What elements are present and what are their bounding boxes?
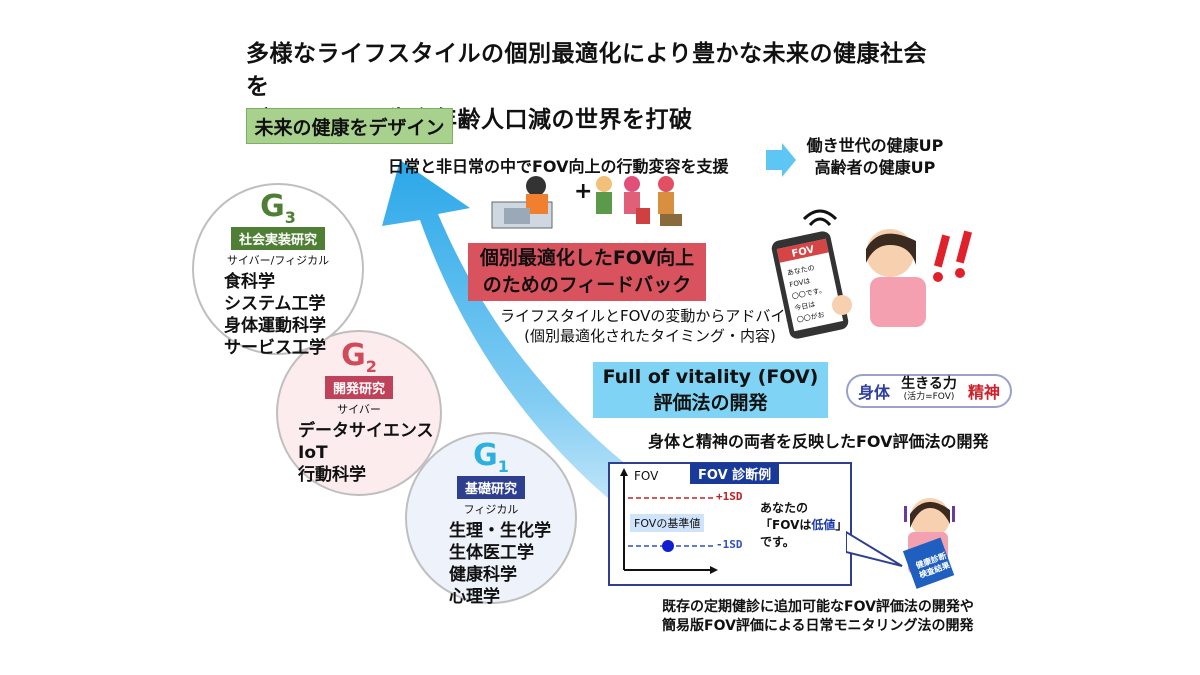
chevron-right-icon (766, 143, 796, 177)
body-label: 身体 (858, 383, 891, 402)
g2-tag: 開発研究 (324, 376, 393, 399)
svg-text:FOV: FOV (791, 244, 816, 260)
lifestyle-illustration: + (491, 176, 682, 229)
mind-label: 精神 (967, 383, 1000, 402)
svg-text:+: + (574, 179, 592, 204)
g1-tag: 基礎研究 (456, 476, 525, 499)
diagnosis-chart (620, 468, 718, 574)
advice-text: ライフスタイルとFOVの変動からアドバイス (個別最適化されたタイミング・内容) (500, 307, 800, 345)
vitality-pill: 身体 生きる力 (活力=FOV) 精神 (846, 374, 1012, 408)
baseline-label: FOVの基準値 (630, 514, 705, 532)
g1-circle: G1 基礎研究 フィジカル 生理・生化学生体医工学健康科学心理学 (405, 432, 577, 607)
design-label: 未来の健康をデザイン (246, 108, 453, 144)
g2-label: G2 (341, 338, 377, 376)
g3-circle: G3 社会実装研究 サイバー/フィジカル 食科学システム工学身体運動科学サービス… (192, 183, 364, 358)
g2-sub: サイバー (337, 403, 381, 416)
plus-sd-label: +1SD (716, 490, 743, 503)
phone-illustration: FOV あなたの FOVは 〇〇です。 今日は 〇〇がお (771, 209, 973, 339)
y-axis-label: FOV (634, 469, 659, 483)
feedback-box: 個別最適化したFOV向上 のためのフィードバック (468, 243, 706, 301)
g3-sub: サイバー/フィジカル (226, 254, 330, 267)
outcome-text: 働き世代の健康UP 高齢者の健康UP (806, 136, 944, 177)
g3-fields: 食科学システム工学身体運動科学サービス工学 (224, 272, 326, 358)
page-title: 多様なライフスタイルの個別最適化により豊かな未来の健康社会を デザインし、生産年… (246, 41, 928, 133)
g1-sub: フィジカル (463, 503, 519, 516)
reader-illustration (846, 498, 955, 589)
fov-value-marker (662, 540, 674, 552)
g1-label: G1 (473, 438, 509, 476)
g3-tag: 社会実装研究 (230, 227, 325, 250)
fov-method-box: Full of vitality (FOV) 評価法の開発 (593, 362, 828, 418)
g3-label: G3 (260, 189, 296, 227)
svg-text:今日は: 今日は (794, 299, 816, 312)
reflect-text: 身体と精神の両者を反映したFOV評価法の開発 (648, 432, 989, 451)
diagnosis-title: FOV 診断例 (690, 463, 780, 484)
support-text: 日常と非日常の中でFOV向上の行動変容を支援 (388, 157, 729, 176)
minus-sd-label: -1SD (716, 538, 743, 551)
g1-fields: 生理・生化学生体医工学健康科学心理学 (449, 521, 551, 607)
diagnosis-message: あなたの 「FOVは低値」 です。 (760, 501, 848, 549)
vitality-center: 生きる力 (活力=FOV) (901, 376, 957, 402)
bottom-note: 既存の定期健診に追加可能なFOV評価法の開発や 簡易版FOV評価による日常モニタ… (662, 599, 974, 634)
